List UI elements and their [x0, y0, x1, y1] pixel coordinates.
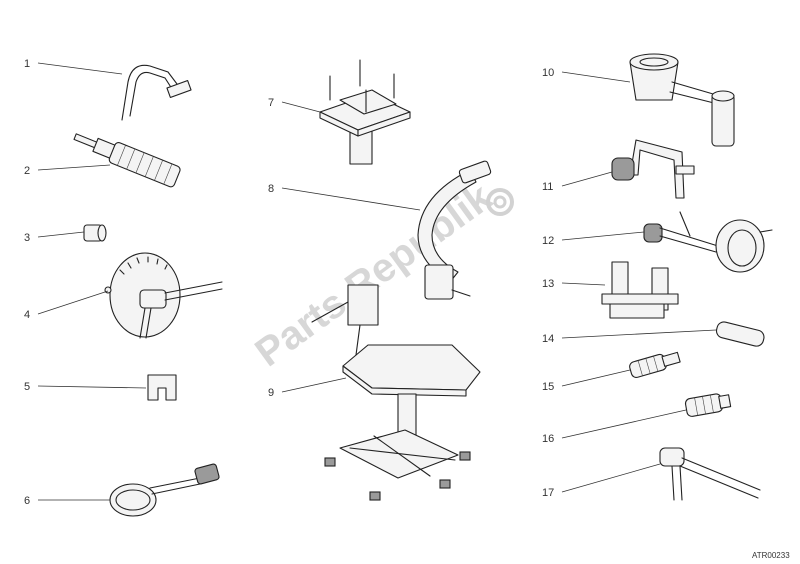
callout-12: 12 — [542, 235, 554, 247]
drawing-code: ATR00233 — [752, 551, 790, 560]
callout-4: 4 — [24, 309, 30, 321]
callout-13: 13 — [542, 278, 554, 290]
callout-3: 3 — [24, 232, 30, 244]
tool-10-crank-tool — [629, 53, 735, 147]
callout-14: 14 — [542, 333, 554, 345]
tool-14-pin — [715, 321, 765, 347]
callout-6: 6 — [24, 495, 30, 507]
leader-lines — [37, 62, 717, 501]
callout-1: 1 — [24, 58, 30, 70]
tool-11-bracket — [611, 139, 695, 199]
callout-numbers: 1 2 3 4 5 6 7 8 9 10 11 12 13 14 15 16 1… — [24, 58, 554, 507]
callout-10: 10 — [542, 67, 554, 79]
tool-9-engine-stand — [311, 284, 481, 501]
tool-5-plate — [147, 374, 177, 401]
callout-7: 7 — [268, 97, 274, 109]
tool-2-knurled-drift — [73, 133, 181, 188]
callout-8: 8 — [268, 183, 274, 195]
callout-16: 16 — [542, 433, 554, 445]
tool-13-gauge — [601, 261, 679, 319]
callout-2: 2 — [24, 165, 30, 177]
callout-17: 17 — [542, 487, 554, 499]
tool-15-driver — [629, 351, 681, 378]
tool-3-bush — [83, 224, 107, 242]
callout-5: 5 — [24, 381, 30, 393]
tool-4-degree-wheel — [104, 252, 223, 339]
watermark-gear-icon — [486, 188, 514, 216]
callout-9: 9 — [268, 387, 274, 399]
tool-16-driver — [684, 393, 732, 417]
callout-15: 15 — [542, 381, 554, 393]
callout-11: 11 — [542, 181, 553, 193]
tool-7-fixture — [319, 59, 411, 165]
tool-8-curved-bracket — [417, 160, 492, 300]
tool-12-ring-clamp — [643, 211, 773, 273]
tool-1-hook-pin — [121, 64, 192, 121]
tool-17-wrench — [659, 447, 761, 501]
tool-6-strap-wrench — [109, 463, 220, 517]
